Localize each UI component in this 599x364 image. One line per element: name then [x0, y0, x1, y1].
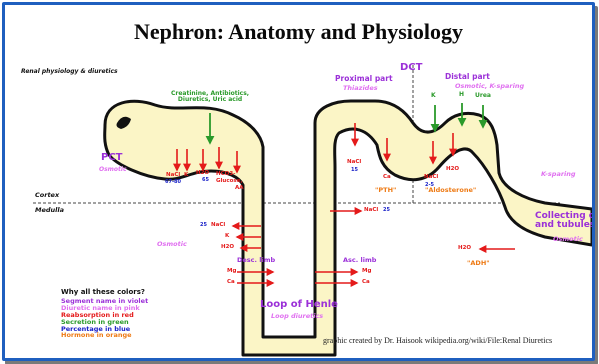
left-osmotic-label: Osmotic [157, 241, 187, 248]
prox-nacl-percent: 15 [351, 168, 358, 173]
pct-osmotic-label: Osmotic [99, 167, 127, 173]
asc-mg-text: Mg [362, 269, 371, 275]
pct-nacl-text: NaCl [166, 173, 180, 179]
dct-urea-text: Urea [475, 93, 491, 99]
dct-label: DCT [400, 63, 422, 74]
nephron-tubule [105, 101, 592, 355]
legend-heading: Why all these colors? [61, 289, 148, 296]
dct-h-text: H [459, 92, 464, 98]
osmotic-k-sparing-label: Osmotic, K-sparing [455, 83, 524, 90]
pct-k-text: K [184, 173, 188, 179]
desc-nacl-percent: 25 [200, 223, 207, 228]
desc-ca-text: Ca [227, 280, 235, 286]
pth-label: "PTH" [375, 187, 396, 194]
medulla-nacl-percent: 25 [383, 208, 390, 213]
secretion-label: Creatinine, Antibiotics, Diuretics, Uric… [171, 91, 249, 104]
pct-h2o-percent: 65 [202, 178, 209, 183]
distal-nacl-text: NaCl [424, 175, 438, 181]
diagram-frame: Nephron: Anatomy and Physiology [2, 2, 595, 361]
legend-item-orange: Hormone in orange [61, 332, 148, 339]
distal-nacl-percent: 2-5 [425, 183, 434, 188]
color-legend: Why all these colors? Segment name in vi… [61, 289, 148, 339]
loop-diuretics-label: Loop diuretics [271, 313, 323, 320]
pct-aa-text: AA [235, 186, 244, 192]
k-sparing-label: K-sparing [541, 171, 576, 178]
medulla-label: Medulla [35, 207, 64, 214]
desc-k-text: K [225, 234, 229, 240]
asc-ca-text: Ca [362, 280, 370, 286]
pct-hco3-text: HCO3- [216, 172, 235, 178]
collect-h2o-text: H2O [458, 246, 471, 252]
collecting-osmotic-label: Osmotic [553, 236, 583, 243]
proximal-part-label: Proximal part [335, 75, 393, 83]
thiazides-label: Thiazides [343, 85, 378, 92]
prox-ca-text: Ca [383, 175, 391, 181]
prox-nacl-text: NaCl [347, 160, 361, 166]
desc-h2o-text: H2O [221, 245, 234, 251]
loop-of-henle-label: Loop of Henle [260, 300, 338, 311]
desc-limb-label: Desc. limb [237, 257, 275, 264]
renal-physiology-label: Renal physiology & diuretics [21, 69, 118, 75]
distal-part-label: Distal part [445, 73, 490, 81]
desc-nacl-text: NaCl [211, 223, 225, 229]
distal-h2o-text: H2O [446, 167, 459, 173]
credit-text: graphic created by Dr. Haisook wikipedia… [323, 336, 552, 345]
dct-k-text: K [431, 93, 436, 99]
pct-label: PCT [101, 153, 123, 164]
desc-mg-text: Mg [227, 269, 236, 275]
cortex-label: Cortex [35, 192, 59, 199]
adh-label: "ADH" [467, 260, 490, 267]
medulla-nacl-text: NaCl [364, 208, 378, 214]
collecting-ducts-label: Collecting du and tubules [535, 212, 595, 231]
asc-limb-label: Asc. limb [343, 257, 376, 264]
pct-glucose-text: Glucose, [216, 179, 242, 185]
pct-h2o-text: H2O [196, 171, 209, 177]
pct-nacl-percent: 67-80 [165, 180, 181, 185]
